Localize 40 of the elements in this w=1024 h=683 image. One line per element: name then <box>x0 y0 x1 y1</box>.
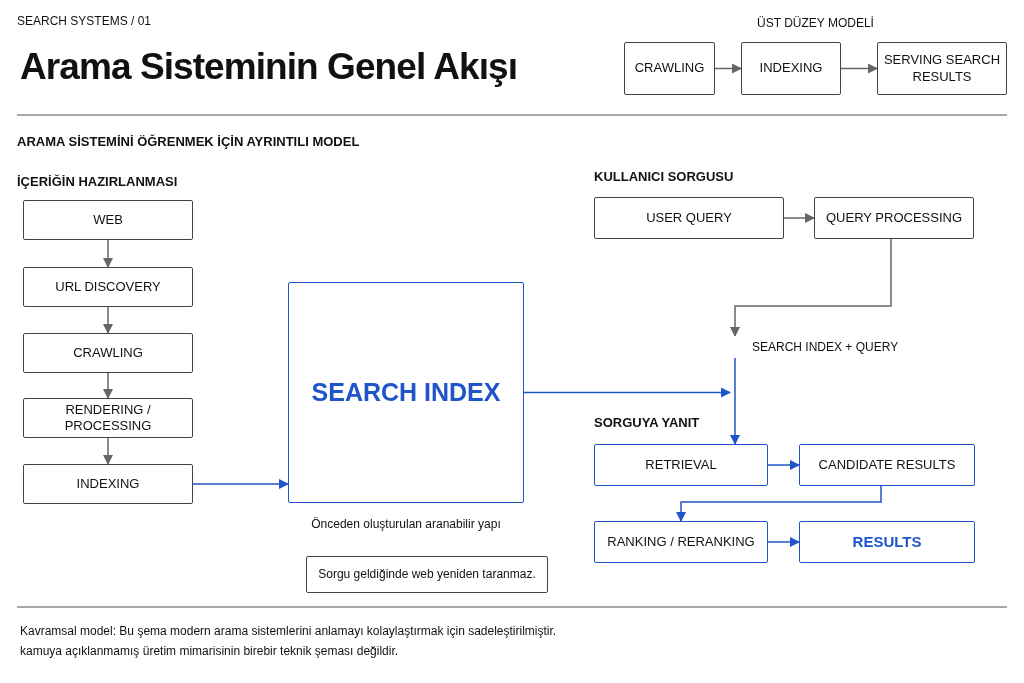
process-box: RANKING / RERANKING <box>594 521 768 563</box>
footnote-text: kamuya açıklanmamış üretim mimarisinin birebir teknik şeması değildir. <box>20 643 399 660</box>
arrow <box>192 478 290 490</box>
process-box: QUERY PROCESSING <box>814 197 974 239</box>
arrow <box>840 63 879 74</box>
arrow <box>729 357 741 446</box>
arrow <box>102 306 114 335</box>
series-label: SEARCH SYSTEMS / 01 <box>17 13 152 30</box>
section-heading: ARAMA SİSTEMİNİ ÖĞRENMEK İÇİN AYRINTILI MODEL <box>17 133 360 151</box>
arrow <box>729 238 892 338</box>
node-caption: Önceden oluşturulan aranabilir yapı <box>310 516 502 533</box>
process-box: RETRIEVAL <box>594 444 768 486</box>
arrow <box>102 372 114 400</box>
arrow <box>783 212 816 224</box>
process-box: CANDIDATE RESULTS <box>799 444 975 486</box>
process-box: WEB <box>23 200 193 240</box>
arrow <box>102 239 114 269</box>
process-box: USER QUERY <box>594 197 784 239</box>
arrow <box>714 63 743 74</box>
arrow <box>767 536 801 548</box>
process-box: URL DISCOVERY <box>23 267 193 307</box>
arrow <box>675 485 882 523</box>
index-box: SEARCH INDEX <box>288 282 524 503</box>
arrow <box>523 387 732 398</box>
process-box: CRAWLING <box>624 42 715 95</box>
arrow <box>102 437 114 466</box>
process-box: CRAWLING <box>23 333 193 373</box>
note-box: Sorgu geldiğinde web yeniden taranmaz. <box>306 556 548 593</box>
page-title: Arama Sisteminin Genel Akışı <box>20 45 518 89</box>
section-heading: İÇERİĞİN HAZIRLANMASI <box>17 173 178 191</box>
process-box: RENDERING / PROCESSING <box>23 398 193 438</box>
arrow <box>767 459 801 471</box>
process-box: INDEXING <box>23 464 193 504</box>
section-heading: SORGUYA YANIT <box>594 414 700 432</box>
section-heading: KULLANICI SORGUSU <box>594 168 734 186</box>
footnote-text: Kavramsal model: Bu şema modern arama sistemlerini anlamayı kolaylaştırmak için sadeleştirilmiştir. <box>20 623 557 640</box>
process-box: SERVING SEARCH RESULTS <box>877 42 1007 95</box>
process-box: INDEXING <box>741 42 841 95</box>
process-box: RESULTS <box>799 521 975 563</box>
section-heading: ÜST DÜZEY MODELİ <box>756 15 875 32</box>
